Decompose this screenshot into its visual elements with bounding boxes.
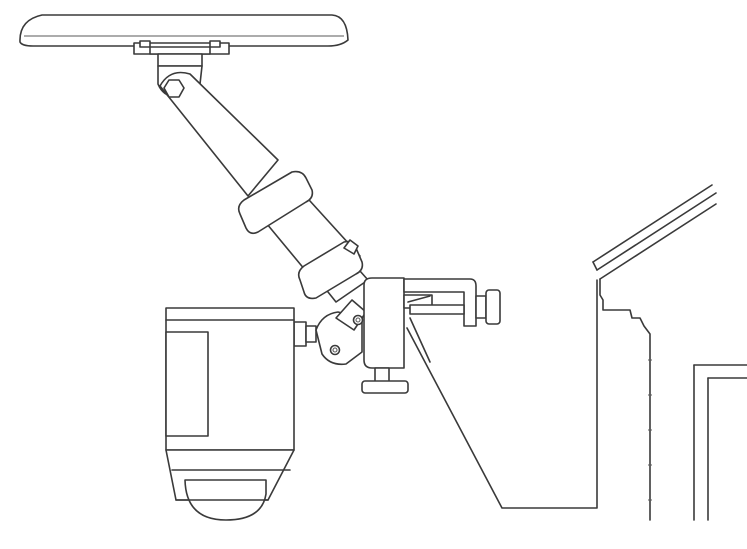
- hex-bolt-icon: [163, 79, 185, 98]
- panel-mount-bracket: [133, 40, 230, 67]
- swivel-joint: [293, 299, 367, 366]
- clamp-thumb-screw: [475, 289, 501, 325]
- clamp-tightening-knob: [361, 367, 409, 394]
- arm-locking-collar: [237, 170, 314, 235]
- solar-panel: [19, 14, 349, 47]
- c-clamp-bracket: [363, 277, 477, 369]
- screw-head-icon: [352, 314, 364, 326]
- screw-head-icon: [329, 344, 341, 356]
- camera-dome: [175, 479, 269, 521]
- house-roof-edge: [592, 184, 717, 280]
- house-wall: [599, 278, 652, 521]
- window-frame: [693, 364, 747, 521]
- security-camera: [165, 307, 295, 501]
- camera-label-panel: [165, 331, 209, 437]
- arm-clamp-collar: [297, 239, 364, 300]
- gutter-bracket: [406, 279, 598, 509]
